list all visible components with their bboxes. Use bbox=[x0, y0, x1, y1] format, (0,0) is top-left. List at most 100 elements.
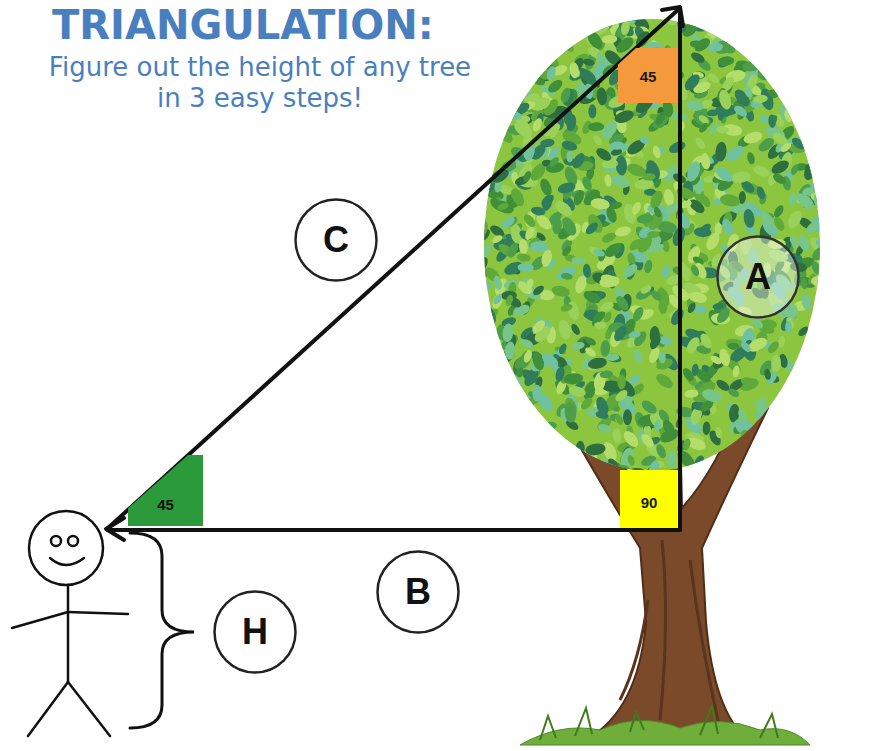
leaf bbox=[710, 348, 732, 371]
leaf bbox=[620, 19, 631, 36]
leaf bbox=[631, 305, 646, 323]
leaf bbox=[572, 189, 586, 207]
leaf bbox=[555, 263, 578, 283]
leaf bbox=[561, 244, 573, 257]
leaf bbox=[559, 86, 572, 104]
leaf bbox=[588, 122, 604, 131]
stick-figure bbox=[12, 511, 128, 736]
angle-value: 90 bbox=[641, 495, 658, 512]
circle-outline bbox=[378, 552, 459, 633]
leaf bbox=[598, 118, 620, 142]
leaf bbox=[639, 432, 656, 450]
leaf bbox=[482, 305, 498, 327]
leaf bbox=[689, 50, 706, 65]
leaf bbox=[488, 166, 511, 185]
leaf bbox=[600, 340, 610, 357]
leaf bbox=[727, 343, 739, 350]
leaf bbox=[491, 234, 504, 245]
leaf bbox=[560, 303, 574, 313]
leaf bbox=[531, 117, 544, 133]
leaf bbox=[772, 204, 785, 219]
side-label-circle: A bbox=[716, 235, 800, 319]
leaf bbox=[742, 61, 760, 72]
trunk-shade bbox=[620, 540, 720, 730]
leaf bbox=[658, 350, 666, 363]
leaf bbox=[660, 418, 677, 438]
leaf bbox=[518, 238, 529, 255]
leaf bbox=[621, 262, 640, 280]
leaf bbox=[579, 396, 595, 412]
leaf bbox=[599, 275, 621, 289]
leaf bbox=[517, 263, 534, 273]
leaf bbox=[684, 335, 702, 356]
leaf bbox=[693, 227, 711, 238]
leaf bbox=[538, 177, 554, 197]
leaf bbox=[740, 376, 759, 389]
leaf bbox=[661, 264, 672, 279]
leaf bbox=[638, 135, 651, 146]
grass bbox=[520, 706, 810, 745]
leaf bbox=[755, 185, 767, 200]
leaf bbox=[599, 370, 613, 379]
leaf bbox=[602, 240, 624, 259]
leaf bbox=[612, 428, 622, 444]
leaf bbox=[561, 40, 576, 54]
leaf bbox=[684, 389, 699, 398]
leaf bbox=[559, 215, 579, 238]
leaf bbox=[500, 215, 517, 231]
leaf bbox=[742, 208, 756, 228]
leaf bbox=[502, 323, 514, 343]
leaf bbox=[667, 139, 687, 155]
leaf bbox=[719, 193, 742, 209]
leaf bbox=[570, 151, 587, 171]
leaf bbox=[724, 143, 747, 164]
circle-outline bbox=[296, 200, 377, 281]
leaf bbox=[720, 217, 735, 236]
leaf bbox=[540, 249, 554, 268]
leaf bbox=[531, 284, 545, 297]
leaf bbox=[516, 253, 531, 263]
leaf bbox=[594, 146, 613, 164]
leaf bbox=[587, 356, 608, 370]
leaf bbox=[704, 230, 723, 252]
leaf bbox=[548, 156, 561, 169]
leaf bbox=[588, 104, 596, 118]
leaf bbox=[730, 170, 751, 184]
leaf bbox=[596, 87, 608, 106]
leaf bbox=[621, 428, 641, 449]
leaf bbox=[742, 85, 754, 100]
subtitle-text: Figure out the height of any tree in 3 e… bbox=[40, 52, 480, 114]
leaf bbox=[713, 164, 735, 184]
leaf bbox=[740, 430, 748, 444]
marker-fill bbox=[128, 455, 203, 526]
leaf bbox=[553, 198, 575, 219]
leaf bbox=[682, 438, 692, 451]
leaf bbox=[654, 443, 668, 460]
leaf bbox=[649, 289, 663, 303]
height-line bbox=[678, 8, 682, 530]
leaf bbox=[540, 138, 555, 148]
leaf bbox=[543, 421, 557, 429]
leaf bbox=[814, 236, 833, 253]
leaf bbox=[768, 114, 776, 128]
leaf bbox=[714, 378, 731, 394]
leaf bbox=[582, 58, 595, 67]
leaf bbox=[505, 110, 522, 121]
leaf bbox=[761, 318, 778, 329]
leaf bbox=[639, 283, 653, 295]
leaf bbox=[497, 201, 510, 212]
angle-marker: 45 bbox=[618, 48, 678, 103]
leaf bbox=[700, 387, 723, 404]
leaf bbox=[530, 318, 547, 335]
leaf bbox=[601, 159, 618, 169]
leaf bbox=[686, 301, 697, 314]
leaf bbox=[609, 201, 623, 211]
leaf bbox=[582, 263, 591, 278]
height-bracket bbox=[130, 533, 194, 728]
diagram-title: TRIANGULATION: bbox=[52, 2, 434, 48]
leaf bbox=[732, 365, 741, 378]
angle-value: 45 bbox=[157, 497, 174, 514]
leaf bbox=[585, 442, 607, 456]
leaf bbox=[492, 292, 504, 305]
leaf bbox=[576, 441, 585, 457]
